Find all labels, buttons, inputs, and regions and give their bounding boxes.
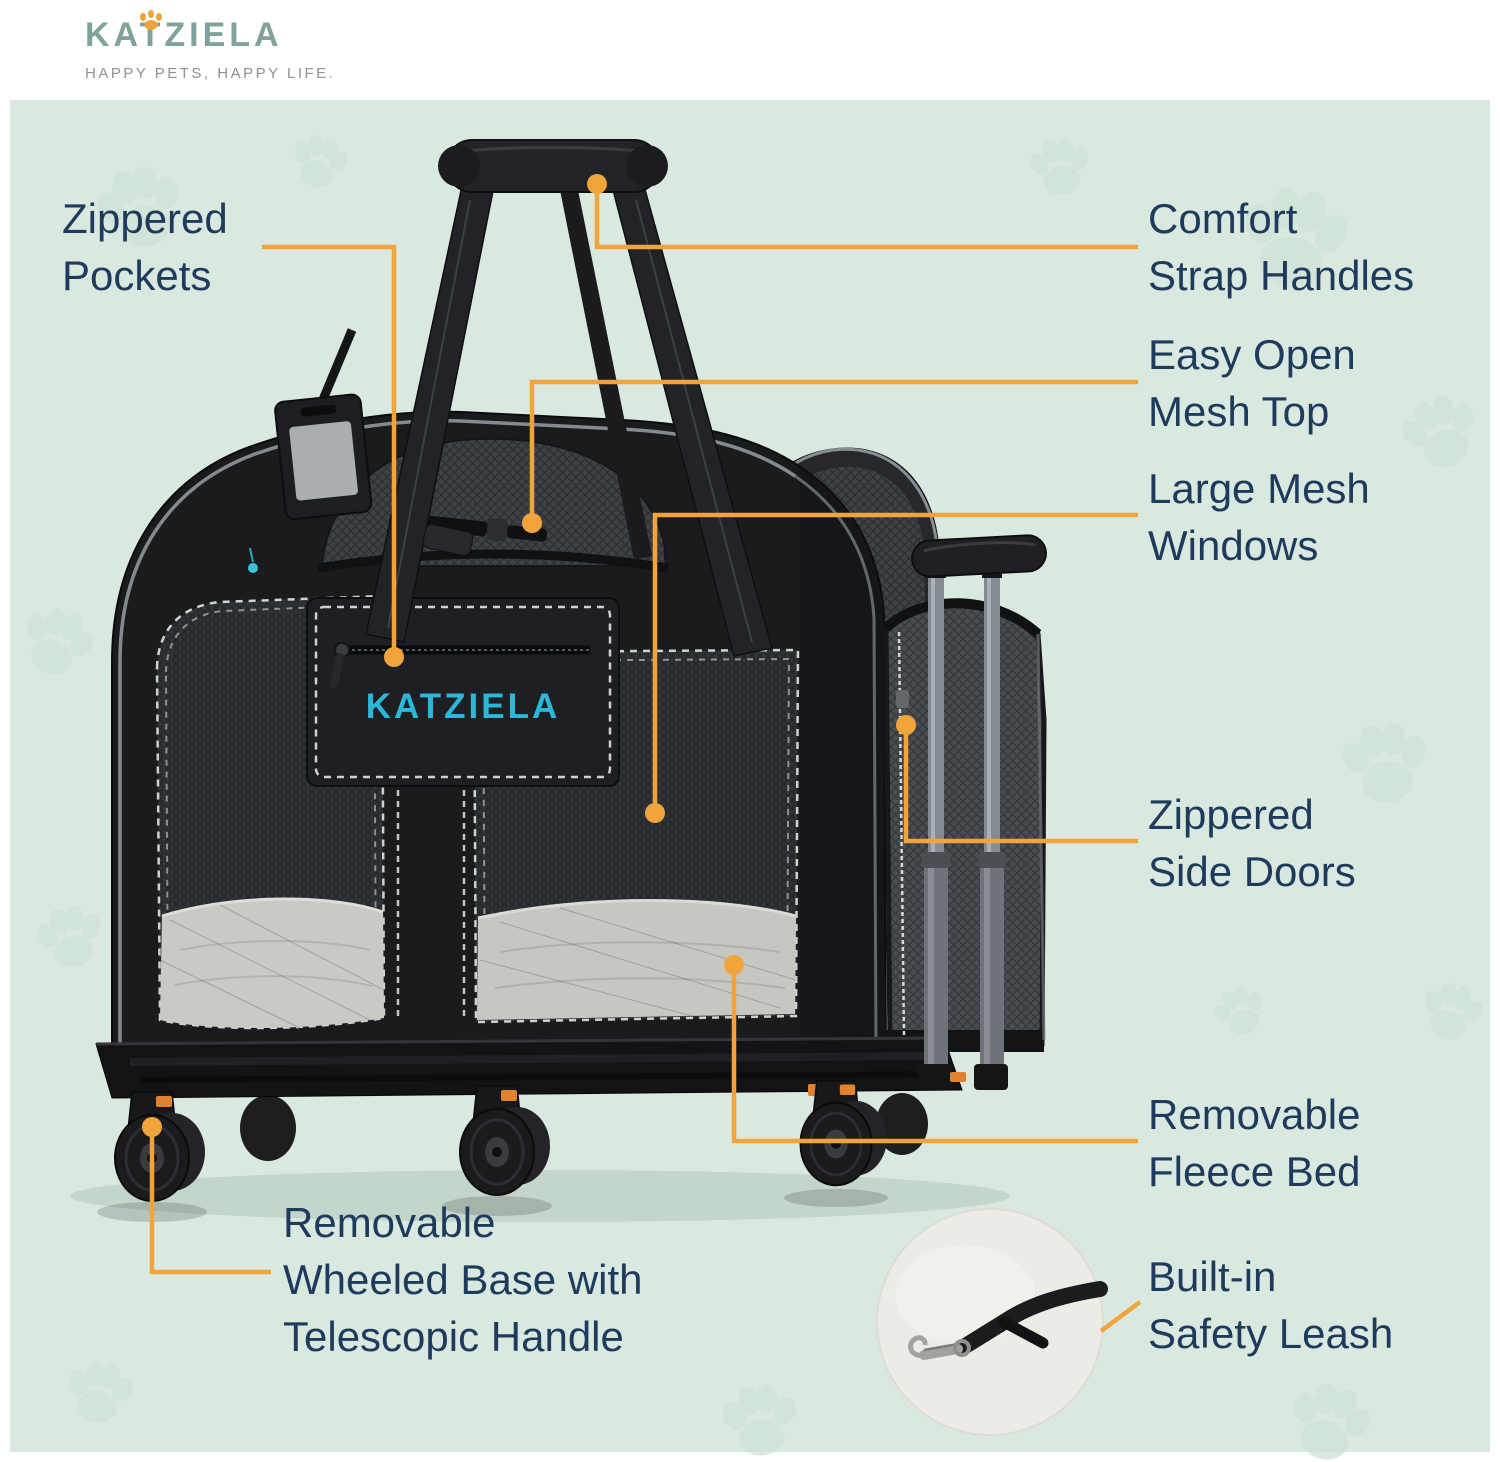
fleece-bed-right [477, 899, 797, 1020]
caster-wheel-right [799, 1079, 889, 1187]
brand-paw-icon [140, 10, 162, 30]
fleece-bed-left [159, 897, 385, 1029]
brand-wordmark-text: KATZIELA [85, 16, 283, 54]
callout-removable-wheeled-base: Removable Wheeled Base with Telescopic H… [283, 1199, 643, 1360]
telescopic-handle [911, 534, 1047, 1090]
line-built-in-safety-leash [1099, 1300, 1142, 1333]
line-removable-wheeled-base [149, 1134, 271, 1275]
bag-logo-text: KATZIELA [366, 687, 560, 726]
callout-built-in-safety-leash: Built-in Safety Leash [1148, 1253, 1394, 1357]
callout-large-mesh-windows: Large Mesh Windows [1148, 465, 1370, 569]
brand-tagline: HAPPY PETS, HAPPY LIFE. [85, 65, 336, 82]
callout-lines [149, 192, 1142, 1333]
line-removable-fleece-bed [731, 972, 1138, 1144]
line-zippered-side-doors [903, 732, 1138, 844]
handle-grip [911, 534, 1047, 578]
front-zippered-pocket: KATZIELA [306, 597, 620, 787]
brand-header: KATZIELA HAPPY PETS, HAPPY LIFE. [85, 10, 336, 82]
pet-carrier-illustration: KATZIELA [70, 139, 1047, 1222]
callout-comfort-strap-handles: Comfort Strap Handles [1148, 195, 1415, 299]
wheeled-base [95, 1036, 963, 1099]
callout-zippered-side-doors: Zippered Side Doors [1148, 791, 1356, 895]
carry-straps [365, 185, 773, 657]
line-zippered-pockets [262, 244, 397, 650]
line-comfort-strap-handles [594, 192, 1138, 250]
callout-dots [142, 174, 916, 1137]
callout-easy-open-mesh-top: Easy Open Mesh Top [1148, 331, 1356, 435]
callout-removable-fleece-bed: Removable Fleece Bed [1148, 1091, 1361, 1195]
handle-pad [438, 139, 668, 193]
luggage-tag [274, 328, 373, 521]
safety-leash-inset [876, 1208, 1108, 1436]
line-large-mesh-windows [652, 512, 1138, 806]
leash-clip-icon [908, 1335, 971, 1360]
line-easy-open-mesh-top [529, 379, 1138, 516]
brand-wordmark: KATZIELA [85, 10, 335, 55]
callout-zippered-pockets: Zippered Pockets [62, 195, 228, 299]
